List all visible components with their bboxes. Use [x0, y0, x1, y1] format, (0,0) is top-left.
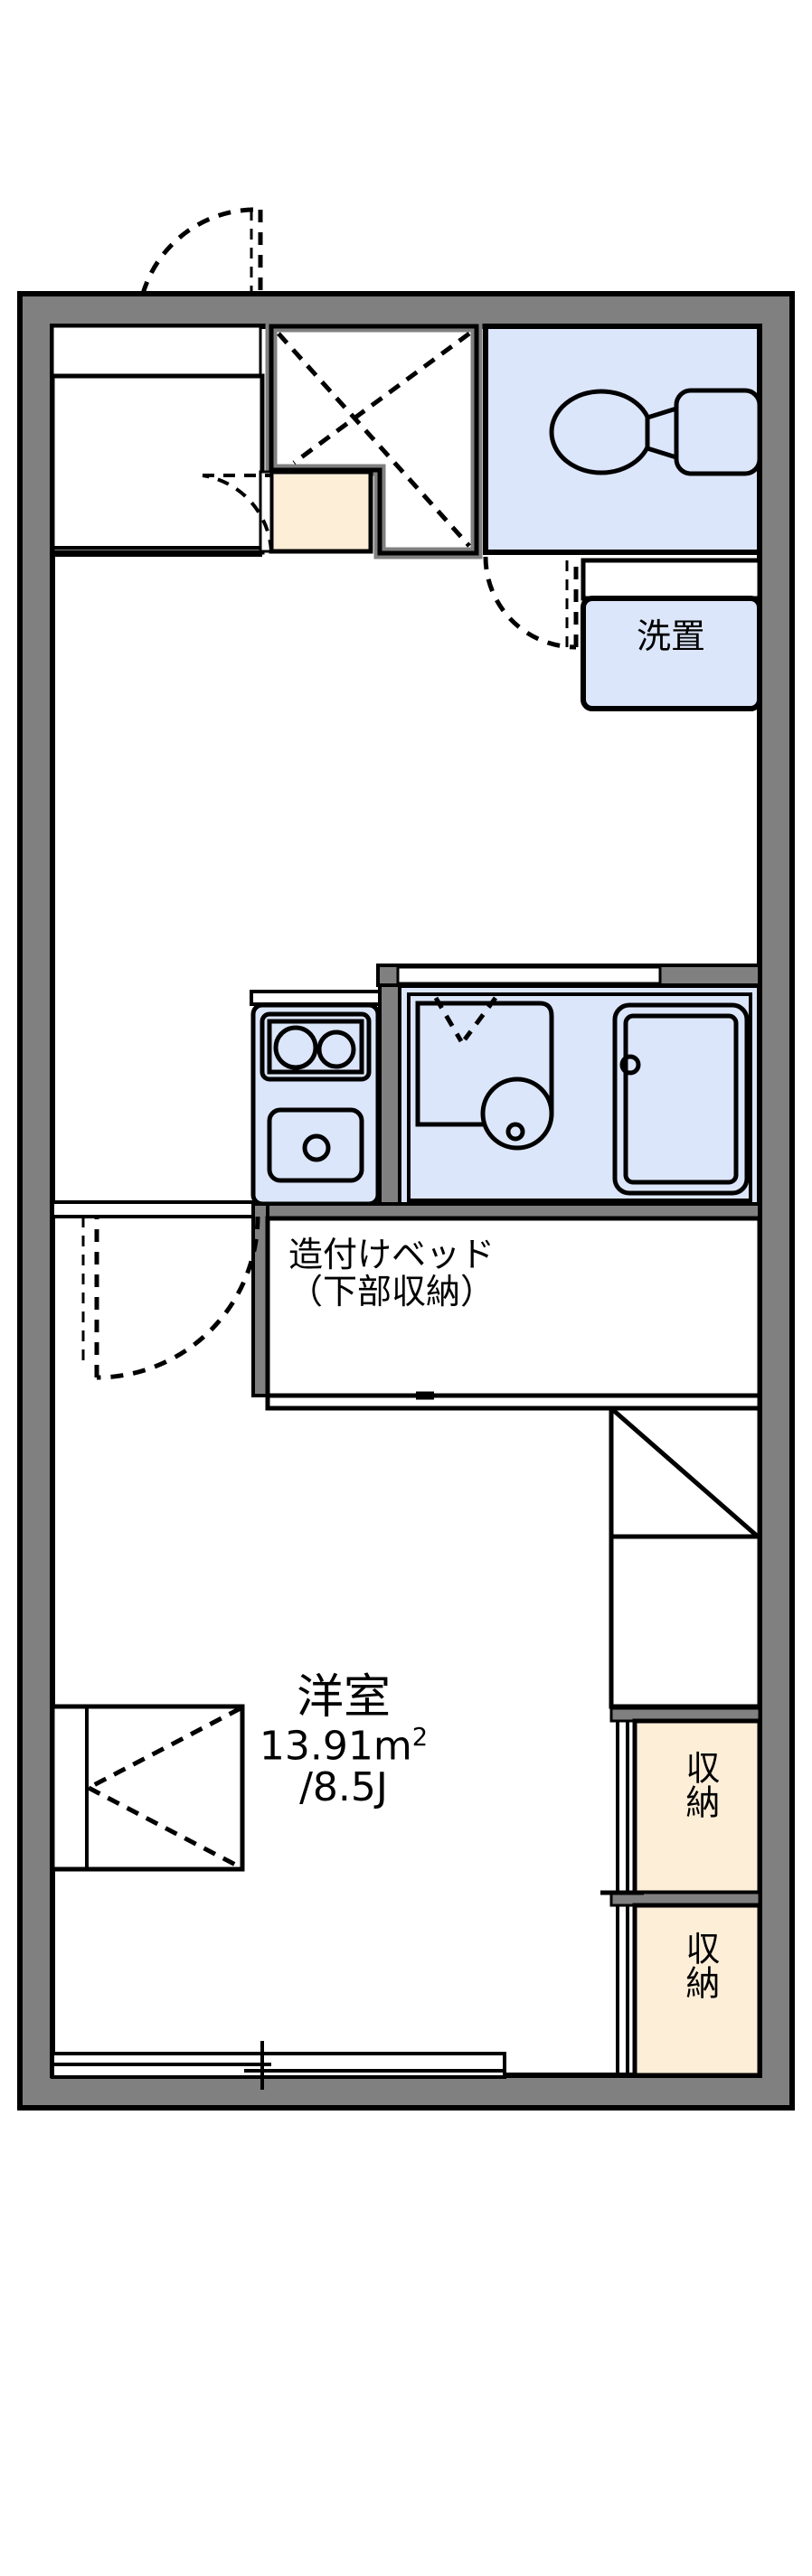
room-label-built-in-bed: 造付けベッド （下部収納）: [197, 1236, 586, 1311]
balcony-sliding-window[interactable]: [51, 2041, 506, 2090]
bathtub-fixture: [612, 1002, 750, 1196]
main-room-area-value: 13.91: [259, 1723, 373, 1770]
toilet-fixture: [549, 388, 762, 476]
two-burner-stove: [260, 1011, 372, 1082]
wash-basin-fixture: [415, 1001, 554, 1151]
closet-lower[interactable]: [616, 1903, 762, 2078]
main-room-area-jo: /8.5J: [299, 1764, 388, 1811]
bed-label-line2: （下部収納）: [288, 1272, 495, 1312]
main-room-area-sup: 2: [411, 1724, 429, 1753]
page-title: 洋室 13.91m2 /8.5J: [172, 1672, 515, 1810]
shoe-cabinet-door[interactable]: [202, 474, 273, 552]
toilet-door[interactable]: [483, 556, 579, 650]
right-alcove: [609, 1406, 762, 1709]
main-room-area-unit: m: [373, 1723, 412, 1770]
closet-lower-label: 収納: [679, 1931, 720, 1999]
main-room-area: 13.91m2: [172, 1725, 515, 1768]
closet-upper[interactable]: [609, 1706, 762, 1895]
washer-space: [581, 558, 762, 711]
window-open-indicator: [87, 1706, 242, 1870]
bed-label-line1: 造付けベッド: [288, 1235, 495, 1274]
entrance-area: [50, 324, 265, 557]
side-window[interactable]: [50, 1704, 245, 1872]
bathroom-mirror-indicator: [433, 996, 498, 1043]
closet-sliding-indicator: [277, 331, 471, 548]
shoe-cabinet[interactable]: [259, 469, 373, 554]
room-entry-door-frame: [51, 1200, 255, 1218]
washer-label: 洗置: [636, 616, 705, 656]
room-entry-door[interactable]: [94, 1216, 260, 1380]
kitchen-sink: [267, 1107, 364, 1183]
main-room-name: 洋室: [296, 1670, 391, 1725]
entrance-door[interactable]: [140, 207, 263, 295]
bathroom-top-wall: [376, 964, 761, 987]
closet-upper-text: 収納: [679, 1750, 720, 1819]
room-label-washer: 洗置: [588, 616, 754, 656]
closet-lower-text: 収納: [679, 1931, 720, 1999]
closet-upper-label: 収納: [679, 1750, 720, 1819]
built-in-bed: [265, 1216, 762, 1411]
